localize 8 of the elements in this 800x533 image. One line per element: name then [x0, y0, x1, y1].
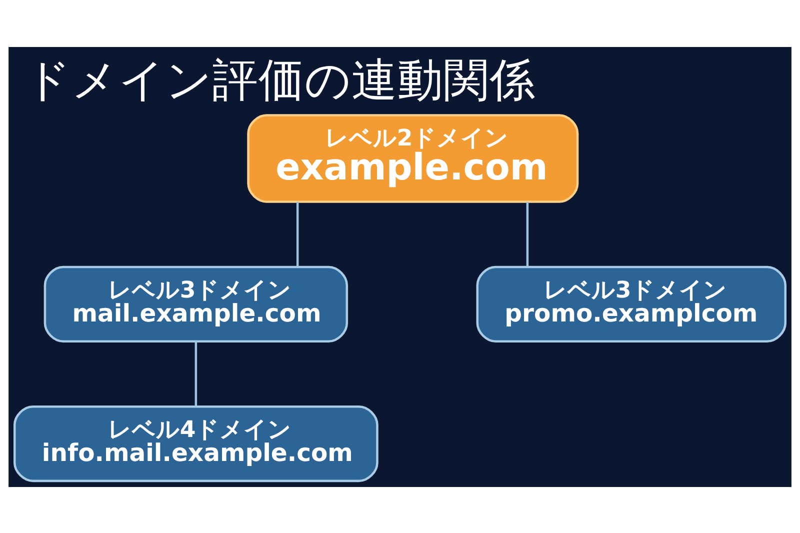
connector: [526, 201, 529, 266]
node-box: レベル4ドメイン info.mail.example.com: [13, 404, 378, 482]
connector: [296, 201, 299, 266]
node-box: レベル2ドメイン example.com: [247, 114, 579, 202]
node-box: レベル3ドメイン promo.examplcom: [476, 265, 787, 342]
connector: [194, 341, 198, 406]
diagram-title: ドメイン評価の連動関係: [24, 53, 536, 106]
node-box: レベル3ドメイン mail.example.com: [44, 265, 348, 342]
